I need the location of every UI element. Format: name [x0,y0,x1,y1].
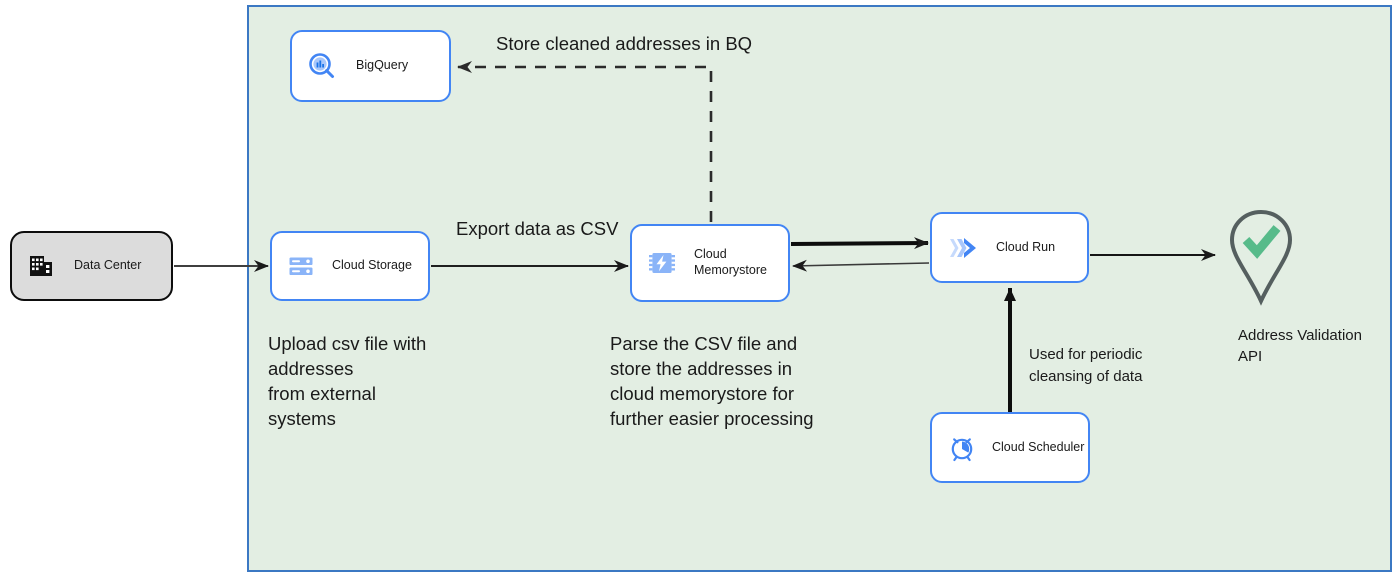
node-cloud-memorystore[interactable]: Cloud Memorystore [630,224,790,302]
annotation-upload-note: Upload csv file with addresses from exte… [268,333,427,429]
node-cloud-storage[interactable]: Cloud Storage [270,231,430,301]
node-label-cloud-scheduler: Cloud Scheduler [992,439,1085,454]
data-center-icon [26,251,56,281]
address-validation-api-icon-wrap[interactable] [1222,207,1300,307]
address-validation-api-label: Address Validation API [1238,327,1362,365]
map-pin-check-icon [1229,209,1293,306]
annotation-parse-note: Parse the CSV file and store the address… [610,333,814,429]
edge-label-export-csv: Export data as CSV [456,218,619,239]
node-cloud-scheduler[interactable]: Cloud Scheduler [930,412,1090,483]
cloud-storage-icon [286,251,316,281]
cloud-memorystore-icon [646,247,678,279]
node-label-cloud-memorystore: Cloud Memorystore [694,247,767,277]
cloud-scheduler-icon [946,432,978,464]
node-cloud-run[interactable]: Cloud Run [930,212,1089,283]
node-data-center[interactable]: Data Center [10,231,173,301]
node-label-data-center: Data Center [74,258,142,273]
bigquery-icon [306,50,338,82]
node-label-cloud-run: Cloud Run [996,239,1056,254]
cloud-run-icon [946,232,982,264]
edge-label-store-cleaned-bq: Store cleaned addresses in BQ [496,33,753,54]
node-bigquery[interactable]: BigQuery [290,30,451,102]
node-label-bigquery: BigQuery [356,58,409,73]
node-label-cloud-storage: Cloud Storage [332,258,412,273]
edge-label-scheduler-purpose: Used for periodic cleansing of data [1029,346,1143,385]
